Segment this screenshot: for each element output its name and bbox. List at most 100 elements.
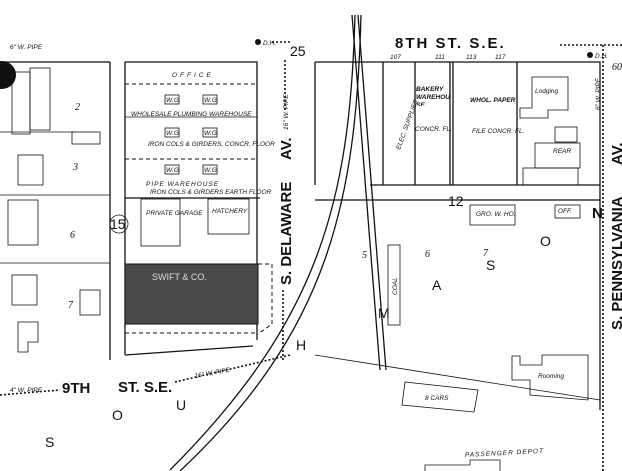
wholesale-label: WHOLESALE PLUMBING WAREHOUSE <box>131 111 252 118</box>
map-label: 6 <box>425 249 430 260</box>
map-line <box>401 381 479 413</box>
map-line <box>202 127 218 138</box>
block-number-circle <box>109 214 129 234</box>
map-line <box>29 67 51 131</box>
map-label: 2 <box>75 102 80 113</box>
hatchery-label: HATCHERY <box>212 208 248 215</box>
map-label: 5 <box>362 250 367 261</box>
map-label: FILE CONCR. FL. <box>472 128 525 135</box>
map-label: S <box>45 434 54 450</box>
circle-marker-icon <box>0 61 16 89</box>
map-label: 111 <box>435 54 445 61</box>
map-line <box>17 321 39 353</box>
map-label: W.G. <box>166 97 181 104</box>
map-label: M <box>378 305 390 321</box>
depot-label: PASSENGER DEPOT <box>465 448 544 459</box>
map-line <box>124 263 259 325</box>
hydrant-icon-east <box>587 52 593 58</box>
map-label: AV. <box>278 137 295 160</box>
map-line <box>164 164 180 175</box>
map-label: O <box>540 233 551 249</box>
pipe-warehouse-label: PIPE WAREHOUSE <box>146 181 219 188</box>
map-line <box>124 345 254 356</box>
map-line <box>554 204 581 219</box>
bakery-label-box: BAKERY WAREHOUSE <box>416 86 450 106</box>
map-line <box>314 61 601 410</box>
map-label: 7 <box>483 248 489 259</box>
west-block: 2 3 6 7 6" W. PIPE <box>0 44 111 360</box>
map-label: 3 <box>72 162 78 173</box>
map-line <box>125 263 273 335</box>
map-line <box>164 127 180 138</box>
map-label: 16" W. PIPE <box>283 94 290 130</box>
map-line <box>202 164 218 175</box>
map-line <box>522 167 579 186</box>
map-line <box>387 244 401 326</box>
map-line <box>519 76 569 119</box>
map-label: 7 <box>68 300 74 311</box>
north-arrow: N <box>592 205 603 222</box>
office-label: OFFICE <box>172 72 214 79</box>
map-line <box>511 354 589 401</box>
sheet-number: 25 <box>290 43 306 59</box>
map-line <box>554 126 578 143</box>
map-line <box>357 14 387 371</box>
map-line <box>202 94 218 105</box>
swift-label: SWIFT & CO. <box>152 272 207 282</box>
hydrant-icon <box>255 39 261 45</box>
map-label: 6 <box>70 230 75 241</box>
map-line <box>424 459 501 471</box>
map-line <box>79 289 101 316</box>
map-label: COAL <box>392 277 399 295</box>
lodging-label: Lodging <box>535 88 559 95</box>
map-label: A <box>432 277 442 293</box>
map-label: OFF. <box>558 208 572 215</box>
map-label: W.G. <box>204 130 219 137</box>
map-line <box>71 131 101 145</box>
map-label: 16" W. PIPE <box>194 367 231 380</box>
map-label: IRON COLS & GIRDERS, CONCR. FLOOR <box>148 141 275 148</box>
map-label: REAR <box>553 148 571 155</box>
railroad-tracks <box>169 14 387 471</box>
map-label: 117 <box>495 54 506 61</box>
map-line <box>17 154 44 186</box>
bakery-label: BAKERY WAREHOUSE <box>416 86 450 106</box>
map-line <box>164 94 180 105</box>
map-label: W.G. <box>166 130 181 137</box>
block-number: 15 <box>110 216 126 232</box>
east-block: ELEC. SUPPLIES BAKERY WAREHOUSE CONCR. F… <box>314 54 601 471</box>
map-label: W.G. <box>204 97 219 104</box>
middle-block: W.G. W.G. W.G. W.G. W.G. W.G. OFFICE WHOLES… <box>124 61 275 356</box>
map-line <box>382 62 518 185</box>
map-line <box>169 14 356 471</box>
map-line <box>534 142 581 169</box>
map-label: AV. <box>609 142 622 165</box>
map-label: 4" W. PIPE <box>10 387 43 394</box>
garage-label: PRIVATE GARAGE <box>146 210 203 217</box>
map-label: D.H. <box>595 53 608 60</box>
lot-number: 12 <box>448 193 464 209</box>
map-line <box>174 354 291 383</box>
street-pennsylvania: S. PENNSYLVANIA <box>609 196 622 330</box>
map-label: ELEC. SUPPLIES <box>395 98 420 150</box>
map-label: O <box>112 407 123 423</box>
street-delaware: S. DELAWARE <box>278 182 295 285</box>
street-9th-prefix: 9TH <box>62 380 90 397</box>
street-8th: 8TH ST. S.E. <box>395 35 506 52</box>
map-label: S <box>486 257 495 273</box>
street-9th: ST. S.E. <box>118 379 172 396</box>
map-line <box>140 198 181 247</box>
map-line <box>179 14 362 471</box>
map-label: 60 <box>612 62 622 73</box>
map-line <box>207 198 250 235</box>
map-label: W.G. <box>204 167 219 174</box>
map-line <box>11 71 31 135</box>
map-label: IRON COLS & GIRDERS EARTH FLOOR <box>150 189 272 196</box>
map-label: 6" W. PIPE <box>595 77 602 110</box>
map-label: 107 <box>390 54 401 61</box>
map-label: D.H. <box>263 40 276 47</box>
map-line <box>11 274 38 306</box>
map-label: W.G. <box>166 167 181 174</box>
rooming-label: Rooming <box>538 373 564 380</box>
map-line <box>7 199 39 246</box>
